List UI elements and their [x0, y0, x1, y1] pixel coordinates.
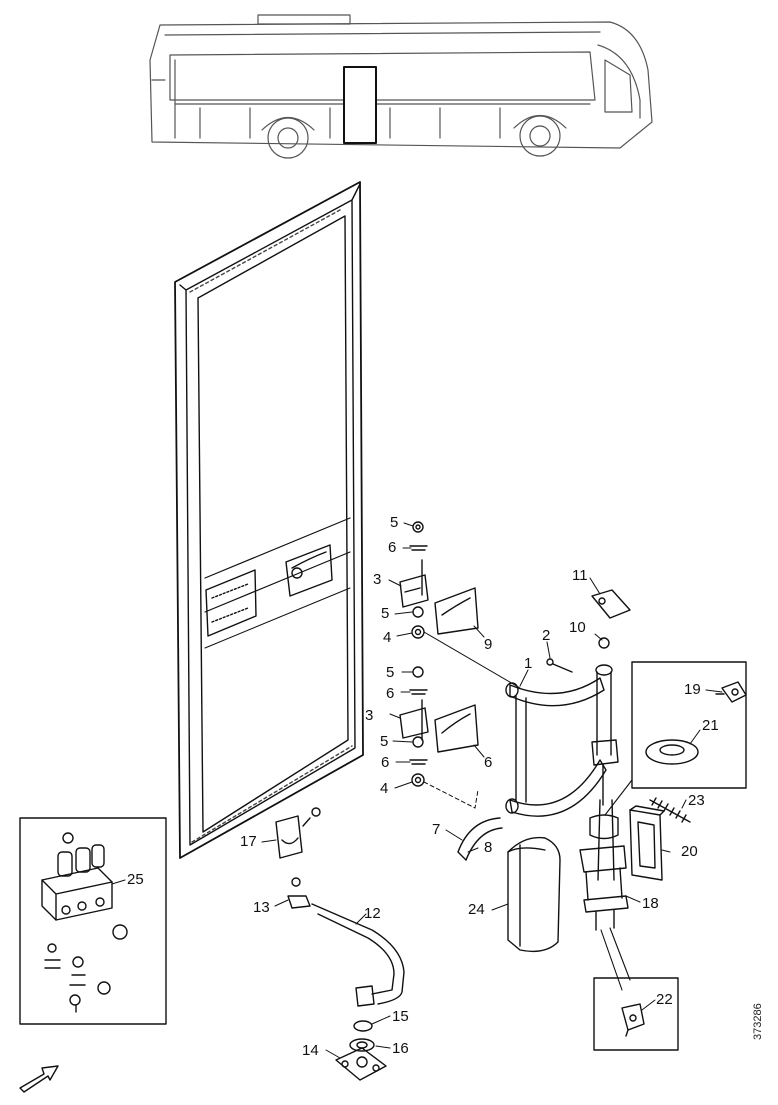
callout-6: 6 [484, 754, 493, 771]
part-11-bracket [591, 589, 631, 619]
callout-8: 8 [484, 839, 493, 856]
callout-11: 11 [572, 567, 588, 584]
bus-outline [149, 14, 653, 159]
callout-15: 15 [392, 1008, 409, 1025]
callout-5: 5 [380, 733, 389, 750]
callout-5: 5 [381, 605, 390, 622]
callout-14: 14 [302, 1042, 319, 1059]
callout-25: 25 [127, 871, 144, 888]
callout-6: 6 [386, 685, 395, 702]
part-23-spring [649, 797, 691, 823]
callout-4: 4 [380, 780, 389, 797]
upper-hinge [399, 521, 521, 689]
callout-3: 3 [373, 571, 382, 588]
callout-10: 10 [569, 619, 586, 636]
callout-9: 9 [484, 636, 493, 653]
callout-20: 20 [681, 843, 698, 860]
lower-pipe [275, 807, 405, 1081]
callout-3: 3 [365, 707, 374, 724]
part-7-8-hose [457, 817, 503, 861]
callout-2: 2 [542, 627, 551, 644]
callout-1: 1 [524, 655, 533, 672]
inset-top-right [604, 661, 747, 816]
callout-5: 5 [390, 514, 399, 531]
door-panel [174, 181, 364, 859]
door-highlight [343, 66, 377, 144]
callout-5: 5 [386, 664, 395, 681]
callout-13: 13 [253, 899, 270, 916]
inset-bottom-right [593, 977, 679, 1051]
callout-12: 12 [364, 905, 381, 922]
lower-hinge [399, 666, 479, 809]
leader-lines [111, 522, 723, 1059]
callout-22: 22 [656, 991, 673, 1008]
door-shaft [546, 637, 631, 991]
callout-17: 17 [240, 833, 257, 850]
callout-6: 6 [388, 539, 397, 556]
callout-16: 16 [392, 1040, 409, 1057]
direction-arrow-icon [19, 1065, 59, 1093]
inset-valve-block [19, 817, 167, 1025]
callout-7: 7 [432, 821, 441, 838]
callout-21: 21 [702, 717, 719, 734]
callout-24: 24 [468, 901, 485, 918]
part-20-plate [629, 805, 665, 881]
part-24-cover [507, 836, 561, 953]
callout-19: 19 [684, 681, 701, 698]
callout-4: 4 [383, 629, 392, 646]
callout-6: 6 [381, 754, 390, 771]
drawing-code: 373286 [752, 1003, 764, 1040]
callout-18: 18 [642, 895, 659, 912]
swing-arm [505, 677, 607, 817]
callout-23: 23 [688, 792, 705, 809]
